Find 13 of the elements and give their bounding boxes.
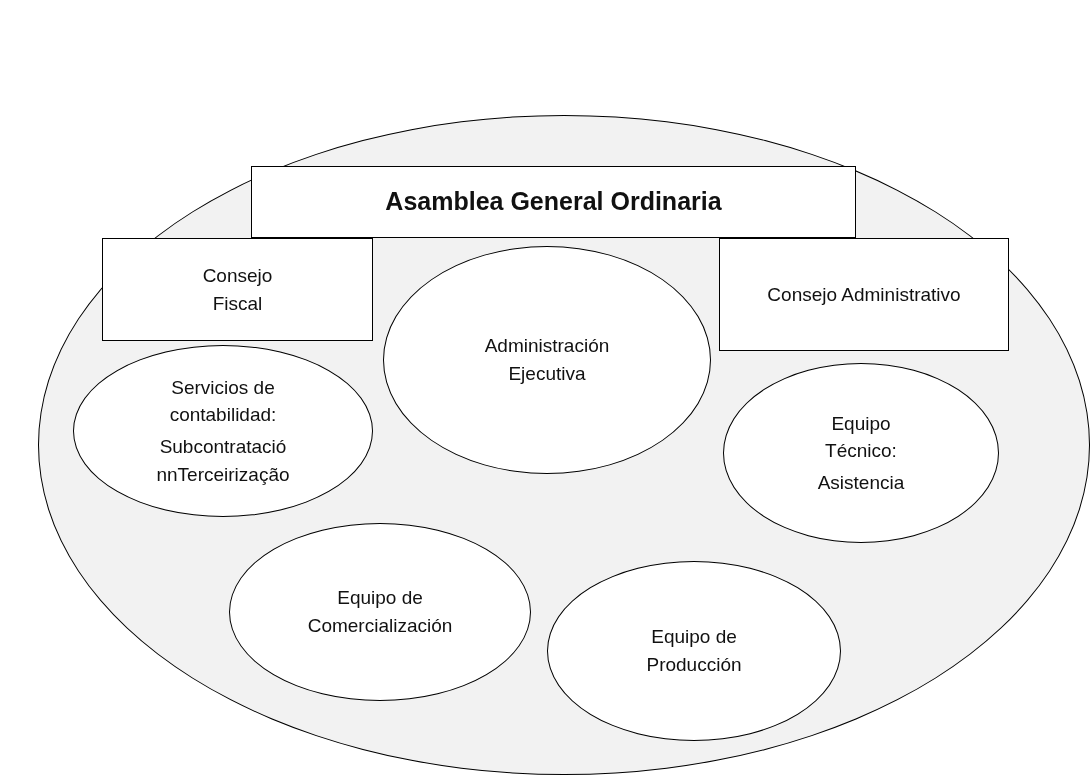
org-box <box>719 238 1009 351</box>
node-label: Servicios de contabilidad: <box>168 375 278 428</box>
node-label: Subcontratació nnTerceirização <box>155 435 291 487</box>
org-box <box>102 238 373 341</box>
node-label: Consejo Fiscal <box>201 263 274 316</box>
node-label: Consejo Administrativo <box>767 282 961 307</box>
node-label: Equipo Técnico: <box>824 411 898 464</box>
node-label: Asistencia <box>817 470 905 495</box>
node-label: Equipo de Comercialización <box>306 586 454 638</box>
node-label: Equipo de Producción <box>645 625 743 677</box>
heading-text: Asamblea General Ordinaria <box>385 186 722 217</box>
node-label: Administración Ejecutiva <box>483 334 611 386</box>
org-box <box>251 166 856 238</box>
